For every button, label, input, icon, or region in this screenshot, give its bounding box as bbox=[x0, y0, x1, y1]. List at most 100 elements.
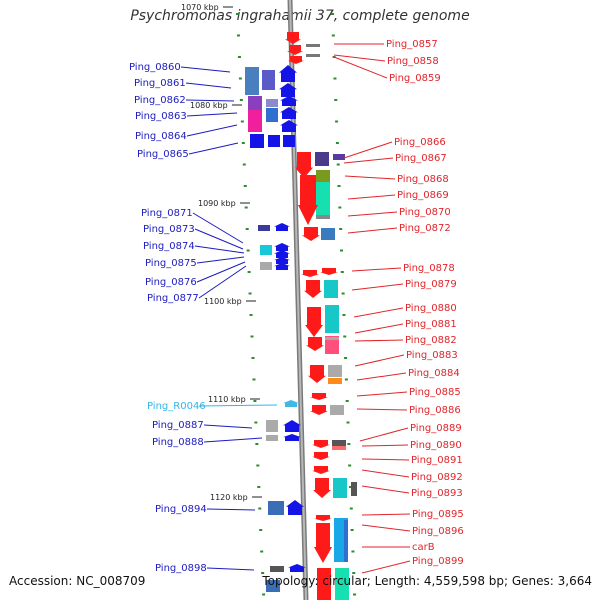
left-gene-label: Ping_0871 bbox=[141, 208, 193, 219]
left-label-leader bbox=[180, 66, 231, 73]
right-gene-label: Ping_0892 bbox=[411, 472, 463, 483]
gene-block bbox=[266, 435, 278, 441]
right-label-leader bbox=[361, 458, 410, 461]
right-gene-label: carB bbox=[412, 542, 435, 553]
gene-reverse-arrow bbox=[298, 175, 318, 225]
gene-block bbox=[324, 280, 338, 298]
gene-reverse-arrow bbox=[312, 440, 330, 448]
right-gene-label: Ping_0885 bbox=[409, 387, 461, 398]
left-label-leader bbox=[194, 228, 244, 250]
right-label-leader bbox=[347, 211, 398, 217]
left-label-leader bbox=[185, 82, 232, 89]
scale-label: 1080 kbp bbox=[190, 101, 228, 110]
gene-block bbox=[266, 580, 280, 592]
label-leaders bbox=[180, 43, 411, 574]
gene-block bbox=[316, 182, 330, 217]
gene-block bbox=[260, 262, 272, 270]
left-gene-label: Ping_0898 bbox=[155, 563, 207, 574]
left-label-leader bbox=[186, 112, 238, 117]
left-label-leader bbox=[186, 124, 238, 137]
gene-reverse-arrow bbox=[314, 515, 332, 521]
gene-forward-arrow bbox=[283, 434, 301, 441]
right-gene-label: Ping_0869 bbox=[397, 190, 449, 201]
gene-block bbox=[332, 440, 346, 446]
gene-block bbox=[316, 215, 330, 219]
gene-labels: Ping_0860Ping_0861Ping_0862Ping_0863Ping… bbox=[129, 39, 464, 574]
gene-block bbox=[262, 70, 275, 90]
gene-block bbox=[351, 482, 357, 496]
tick-marks bbox=[236, 13, 357, 596]
gene-reverse-arrow bbox=[313, 478, 331, 498]
gene-forward-arrow bbox=[274, 243, 290, 251]
right-label-leader bbox=[356, 391, 408, 397]
gene-block bbox=[306, 54, 320, 57]
right-label-leader bbox=[347, 227, 398, 234]
gene-block bbox=[315, 152, 329, 166]
map-title: Psychromonas ingrahamii 37, complete gen… bbox=[130, 8, 470, 24]
right-gene-label: Ping_0870 bbox=[399, 207, 451, 218]
left-label-leader bbox=[203, 437, 263, 443]
right-label-leader bbox=[351, 267, 402, 272]
right-label-leader bbox=[351, 283, 404, 291]
gene-reverse-arrow bbox=[306, 337, 324, 351]
right-gene-label: Ping_0883 bbox=[406, 350, 458, 361]
topology-text: Topology: circular; Length: 4,559,598 bp… bbox=[262, 574, 592, 588]
left-label-leader bbox=[206, 567, 255, 571]
gene-forward-arrow bbox=[274, 257, 290, 264]
gene-block bbox=[332, 446, 346, 450]
right-label-leader bbox=[361, 469, 410, 478]
right-gene-label: Ping_0899 bbox=[412, 556, 464, 567]
gene-block bbox=[325, 305, 339, 333]
right-label-leader bbox=[361, 444, 409, 447]
gene-block bbox=[248, 110, 262, 132]
right-gene-label: Ping_0858 bbox=[387, 56, 439, 67]
left-gene-label: Ping_0876 bbox=[145, 277, 197, 288]
gene-forward-arrow bbox=[280, 107, 298, 119]
scale-label: 1100 kbp bbox=[204, 297, 242, 306]
scale-label: 1070 kbp bbox=[181, 3, 219, 12]
right-label-leader bbox=[344, 175, 396, 180]
right-label-leader bbox=[361, 513, 411, 516]
right-gene-label: Ping_0878 bbox=[403, 263, 455, 274]
left-label-leader bbox=[188, 142, 239, 155]
gene-features bbox=[245, 32, 357, 600]
gene-block bbox=[268, 501, 284, 515]
gene-reverse-arrow bbox=[295, 152, 313, 178]
gene-forward-arrow bbox=[279, 83, 297, 97]
right-gene-label: Ping_0867 bbox=[395, 153, 447, 164]
right-label-leader bbox=[354, 339, 404, 342]
gene-block bbox=[344, 520, 348, 562]
right-label-leader bbox=[356, 372, 407, 381]
left-label-leader bbox=[203, 424, 253, 429]
scale-label: 1110 kbp bbox=[208, 395, 246, 404]
right-label-leader bbox=[347, 194, 396, 200]
gene-forward-arrow bbox=[274, 263, 290, 270]
gene-forward-arrow bbox=[283, 420, 301, 432]
gene-reverse-arrow bbox=[312, 452, 330, 460]
gene-block bbox=[328, 378, 342, 384]
gene-forward-arrow bbox=[279, 65, 297, 82]
right-label-leader bbox=[361, 485, 410, 494]
left-label-leader bbox=[194, 245, 245, 254]
gene-reverse-arrow bbox=[301, 270, 319, 277]
gene-block bbox=[325, 336, 339, 354]
right-gene-label: Ping_0889 bbox=[410, 423, 462, 434]
gene-reverse-arrow bbox=[320, 268, 338, 275]
gene-block bbox=[330, 405, 344, 415]
left-gene-label: Ping_0877 bbox=[147, 293, 199, 304]
right-gene-label: Ping_0890 bbox=[410, 440, 462, 451]
right-label-leader bbox=[354, 323, 404, 334]
gene-block bbox=[317, 568, 331, 600]
right-label-leader bbox=[361, 560, 411, 574]
left-gene-label: Ping_R0046 bbox=[147, 401, 206, 412]
left-gene-label: Ping_0873 bbox=[143, 224, 195, 235]
gene-reverse-arrow bbox=[302, 227, 320, 241]
right-gene-label: Ping_0884 bbox=[408, 368, 460, 379]
left-gene-label: Ping_0862 bbox=[134, 95, 186, 106]
gene-reverse-arrow bbox=[312, 466, 330, 474]
scale-label: 1120 kbp bbox=[210, 493, 248, 502]
gene-block bbox=[283, 135, 295, 147]
right-gene-label: Ping_0868 bbox=[397, 174, 449, 185]
